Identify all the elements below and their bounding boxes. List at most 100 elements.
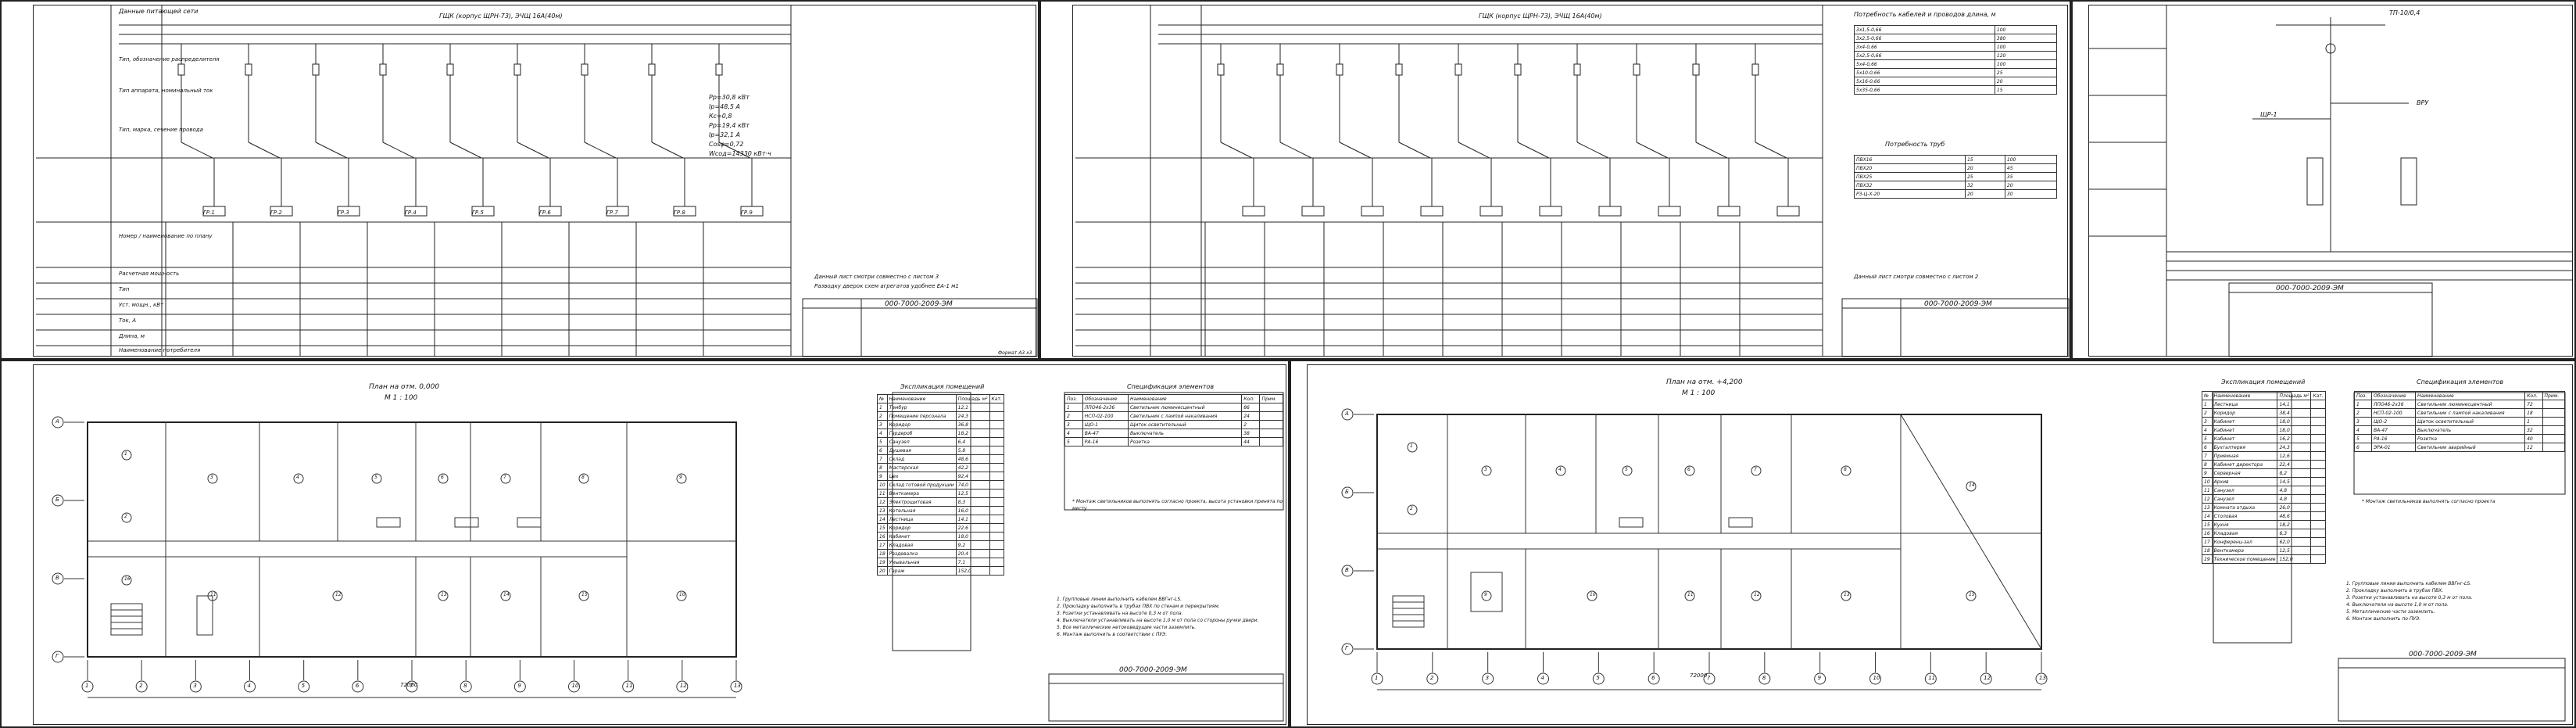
table-cell: Душевая — [886, 446, 957, 455]
table-cell: 14 — [877, 515, 888, 524]
table-cell: 72 — [2524, 400, 2543, 409]
table-cell — [1259, 420, 1283, 429]
axis-bubble — [135, 680, 148, 693]
feeder-line — [382, 142, 415, 159]
axis-bubble — [1869, 672, 1881, 685]
table-cell: 3х1,5-0,66 — [1854, 25, 1995, 34]
table-cell — [2310, 477, 2326, 486]
room-marker — [1684, 465, 1695, 476]
table-cell — [2310, 460, 2326, 469]
feeder-line — [248, 142, 281, 159]
table-cell: 1 — [1064, 403, 1083, 412]
axis-bubble — [2035, 672, 2048, 685]
table-cell — [2310, 486, 2326, 495]
general-notes: 1. Групповые линии выполнить кабелем ВВГ… — [1057, 596, 1283, 638]
spec-note: * Монтаж светильников выполнять согласно… — [1072, 499, 1283, 511]
table-cell: 120 — [1994, 51, 2058, 60]
table-cell: Венткамера — [886, 489, 957, 498]
row-label-type: Тип — [119, 286, 130, 292]
table-cell: 18 — [2524, 408, 2543, 418]
room-marker — [121, 575, 132, 586]
breaker-symbol — [1276, 63, 1284, 76]
table-cell: 48,6 — [955, 454, 990, 464]
note-line: 3. Розетки устанавливать на высоте 0,3 м… — [1057, 611, 1183, 616]
table-cell: ЭРА-01 — [2370, 443, 2417, 452]
axis-bubble — [52, 572, 64, 585]
table-cell: 40 — [2524, 434, 2543, 443]
group-label: ГР.8 — [674, 210, 685, 216]
sheet-floor-plan-1: План на отм. 0,000 М 1 : 100 — [0, 360, 1290, 728]
column-header: Кол. — [1241, 394, 1261, 403]
axis-label: 3 — [1485, 675, 1490, 681]
room-marker — [1481, 590, 1492, 601]
axis-bubble — [1341, 408, 1354, 421]
table-cell: 7 — [2202, 451, 2213, 461]
room-marker — [1751, 590, 1762, 601]
table-cell: 17 — [2202, 537, 2213, 547]
axis-bubble — [352, 680, 364, 693]
table-cell — [2310, 529, 2326, 538]
table-cell: 20 — [1965, 189, 2005, 199]
feeder-line — [1755, 142, 1787, 159]
room-number: 14 — [1969, 482, 1975, 488]
table-cell: ПВХ25 — [1853, 172, 1966, 181]
table-cell: 4 — [2202, 425, 2213, 435]
axis-bubble — [1648, 672, 1660, 685]
room-number: 13 — [1844, 592, 1850, 597]
room-marker — [676, 590, 687, 601]
calc-4: Рр=19,4 кВт — [709, 122, 750, 129]
table-cell: 15 — [2202, 520, 2213, 529]
axis-bubble — [513, 680, 526, 693]
breaker-symbol — [1217, 63, 1225, 76]
table-cell — [989, 480, 1004, 490]
room-number: 11 — [210, 592, 216, 597]
table-cell: 5 — [2202, 434, 2213, 443]
table-cell: Конференц-зал — [2211, 537, 2278, 547]
table-cell: 11 — [877, 489, 888, 498]
room-number: 5 — [1625, 467, 1628, 472]
group-label: ГР.6 — [539, 210, 551, 216]
axis-bubble — [189, 680, 202, 693]
table-cell: Помещение персонала — [886, 411, 957, 421]
table-cell: Кабинет — [886, 532, 957, 541]
room-number: 9 — [1484, 592, 1487, 597]
table-cell — [989, 472, 1004, 481]
group-label: ГР.3 — [338, 210, 349, 216]
axis-label: 13 — [2039, 675, 2046, 681]
axis-label: 6 — [355, 683, 360, 689]
breaker-symbol — [513, 63, 521, 76]
room-marker — [207, 590, 218, 601]
table-cell — [2310, 520, 2326, 529]
column-header: Обозначение — [2370, 391, 2417, 400]
table-cell — [2310, 503, 2326, 512]
table-cell: 86 — [1241, 403, 1261, 412]
room-number: 5 — [374, 475, 377, 480]
table-cell: 5х10-0,66 — [1854, 68, 1995, 77]
table-cell — [989, 540, 1004, 550]
table-cell: Коридор — [886, 420, 957, 429]
table-cell: 62,0 — [2277, 537, 2312, 547]
calc-1: Рр=30,8 кВт — [709, 94, 750, 101]
axis-label: 7 — [410, 683, 413, 689]
table-cell: 20 — [2004, 181, 2058, 190]
note-line: 6. Монтаж выполнить в соответствии с ПУЭ… — [1057, 632, 1168, 637]
table-cell: Кабинет — [2211, 425, 2278, 435]
column-header: Кол. — [2524, 391, 2543, 400]
floor-plan-drawing — [52, 392, 1284, 722]
table-cell — [989, 523, 1004, 533]
room-number: 8 — [1844, 467, 1847, 472]
room-number: 4 — [1558, 467, 1562, 472]
